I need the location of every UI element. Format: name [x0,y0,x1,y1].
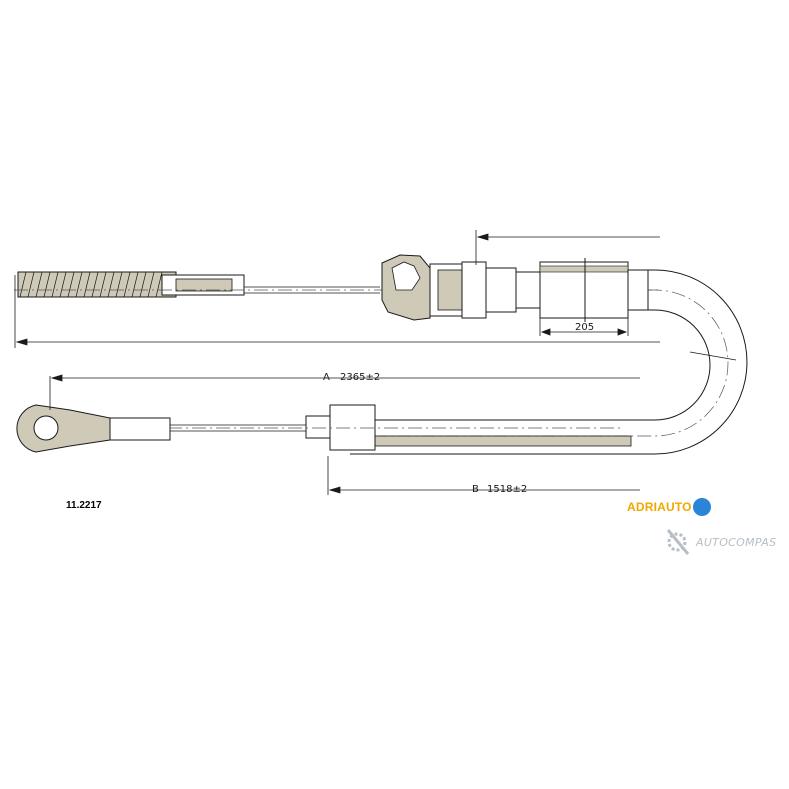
dim-b-label: B [472,484,479,495]
watermark-text: AUTOCOMPAS [696,535,777,549]
watermark: AUTOCOMPAS [664,528,776,556]
gear-wrench-icon [666,529,690,555]
dim-b-value: 1518±2 [487,484,527,495]
eye-terminal [16,404,171,453]
brand-badge-icon [692,498,711,516]
brand-logo: ADRIAUTO [627,498,711,516]
dim-a-value: 2365±2 [340,372,380,383]
part-number: 11.2217 [66,500,102,511]
threaded-end [17,271,245,298]
cable-bend [350,269,748,455]
dim-adjust-value: 205 [575,322,594,333]
brand-name: ADRIAUTO [627,500,692,514]
grommet-upper [381,254,649,322]
dimension-lines [14,230,660,495]
lower-sleeve [305,404,632,451]
dim-a-label: A [323,372,330,383]
